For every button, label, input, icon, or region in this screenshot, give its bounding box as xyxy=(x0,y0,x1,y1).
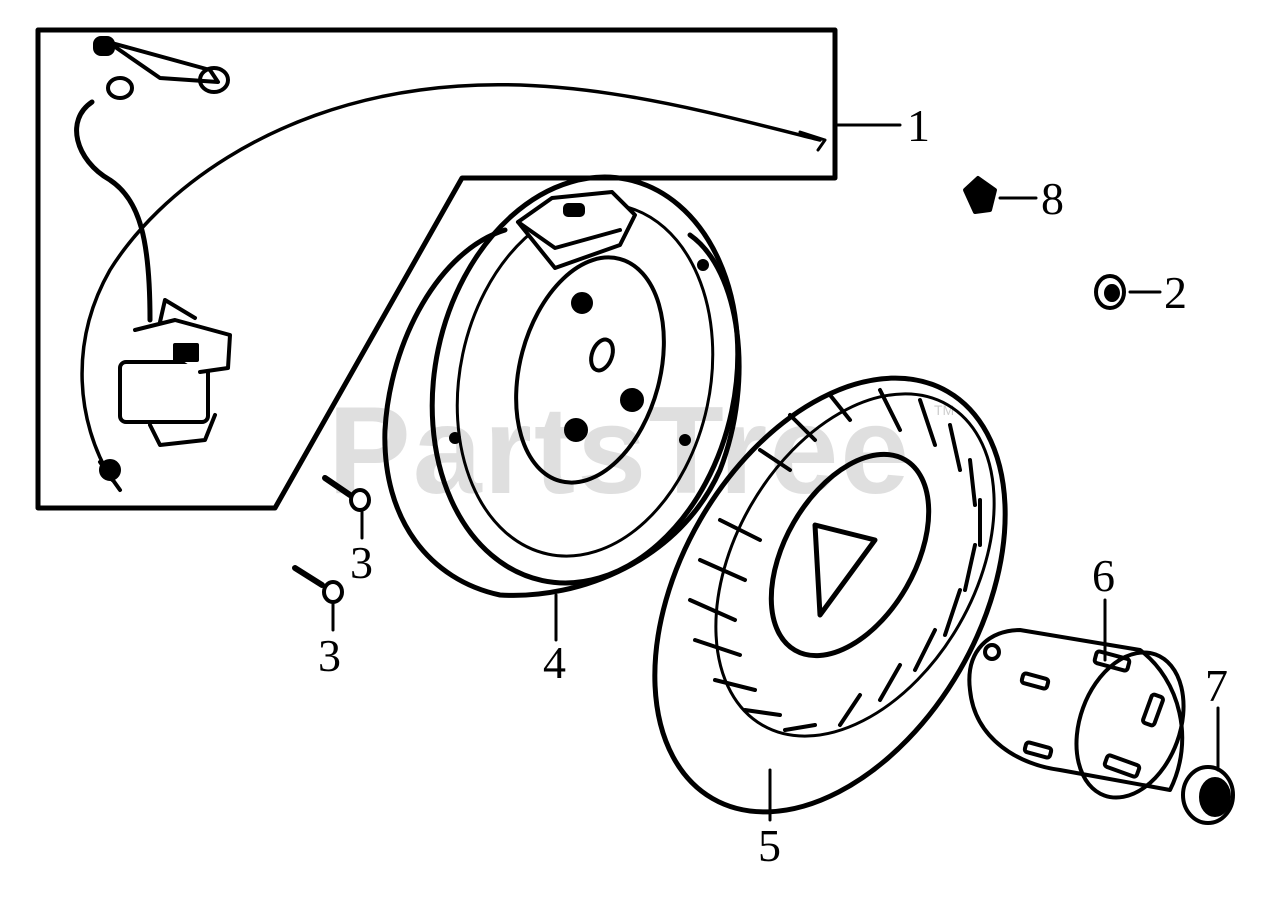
nut-small xyxy=(963,176,997,214)
washer xyxy=(1094,274,1126,310)
callout-7: 7 xyxy=(1205,660,1228,711)
ignition-coil xyxy=(98,298,232,492)
spark-plug-cap xyxy=(93,36,230,100)
watermark-logo: PartsTree xyxy=(328,382,912,520)
callout-6: 6 xyxy=(1092,550,1115,601)
callout-8: 8 xyxy=(1041,173,1064,224)
callout-3-lower: 3 xyxy=(318,630,341,681)
callout-2: 2 xyxy=(1164,267,1187,318)
flange-nut xyxy=(1181,765,1235,825)
watermark-trademark: TM xyxy=(934,402,955,418)
callout-1: 1 xyxy=(907,100,930,151)
kill-wire xyxy=(80,82,822,482)
flywheel xyxy=(382,174,742,598)
ignition-assembly-box xyxy=(35,27,838,511)
cooling-fan xyxy=(652,375,1008,815)
callout-4: 4 xyxy=(543,637,566,688)
leader-lines xyxy=(331,123,1220,822)
bolt-lower xyxy=(292,565,344,604)
starter-cup xyxy=(967,628,1186,800)
bolt-upper xyxy=(322,475,371,512)
callout-5: 5 xyxy=(758,820,781,871)
callout-3-upper: 3 xyxy=(350,537,373,588)
high-tension-lead xyxy=(74,99,153,323)
